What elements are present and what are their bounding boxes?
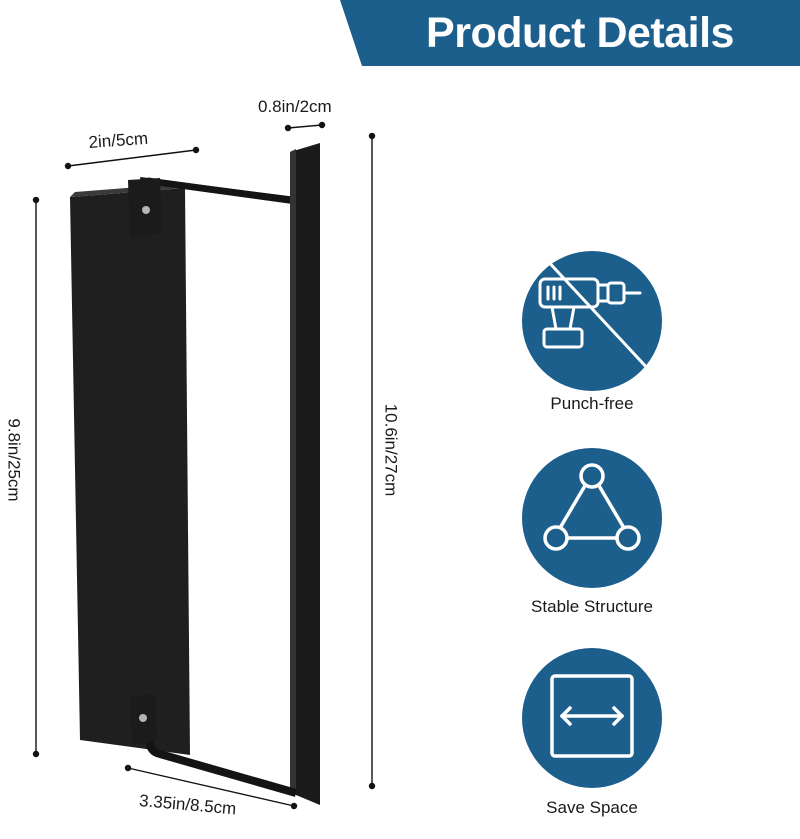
depth-dimension-label: 0.8in/2cm [258, 97, 332, 116]
feature-label-punch-free: Punch-free [550, 394, 634, 413]
total-height-dimension-label: 10.6in/27cm [381, 403, 401, 497]
width-dimension-label: 2in/5cm [87, 128, 149, 152]
dimension-lines [32, 121, 376, 810]
arrows-in-square-icon [522, 648, 662, 788]
screw-icon [142, 206, 150, 214]
plate-height-dimension-label: 9.8in/25cm [4, 418, 24, 502]
page-title: Product Details [426, 8, 734, 57]
wall-plate [70, 183, 190, 755]
bottom-bracket [130, 694, 157, 745]
holder-frame [134, 143, 320, 805]
screw-icon [139, 714, 147, 722]
top-bracket [128, 178, 162, 238]
feature-label-stable-structure: Stable Structure [531, 597, 653, 616]
header-banner [340, 0, 800, 66]
triangle-structure-icon [522, 448, 662, 588]
feature-label-save-space: Save Space [546, 798, 638, 817]
no-drill-icon [522, 251, 662, 391]
